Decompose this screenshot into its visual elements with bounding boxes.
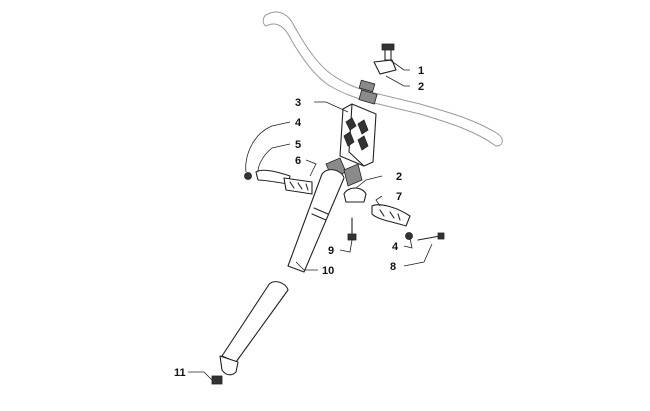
callout-4-lower: 4 — [392, 241, 399, 253]
bolt-part-9 — [347, 217, 357, 241]
clamp-part-5 — [244, 169, 291, 185]
callout-1: 1 — [418, 65, 424, 77]
clamp-part-2 — [343, 187, 367, 203]
steering-post-part-10 — [211, 169, 345, 385]
callout-8: 8 — [390, 261, 396, 273]
callout-4: 4 — [295, 117, 302, 129]
leader-lines — [188, 59, 433, 381]
callout-7: 7 — [396, 191, 402, 203]
callout-5: 5 — [295, 139, 301, 151]
callout-10: 10 — [322, 265, 334, 277]
callout-3: 3 — [295, 97, 301, 109]
callout-labels: 1 2 3 4 5 6 2 7 9 4 10 8 11 — [174, 65, 424, 379]
callout-2: 2 — [418, 81, 424, 93]
callout-6: 6 — [295, 155, 301, 167]
bracket-part-6 — [283, 177, 313, 195]
bracket-part-7 — [371, 204, 445, 241]
riser-block-part-3 — [325, 103, 377, 187]
callout-9: 9 — [328, 245, 334, 257]
handlebar — [262, 11, 503, 147]
callout-11: 11 — [174, 367, 186, 379]
bolt-part-1 — [373, 43, 397, 75]
callout-2-lower: 2 — [396, 171, 402, 183]
